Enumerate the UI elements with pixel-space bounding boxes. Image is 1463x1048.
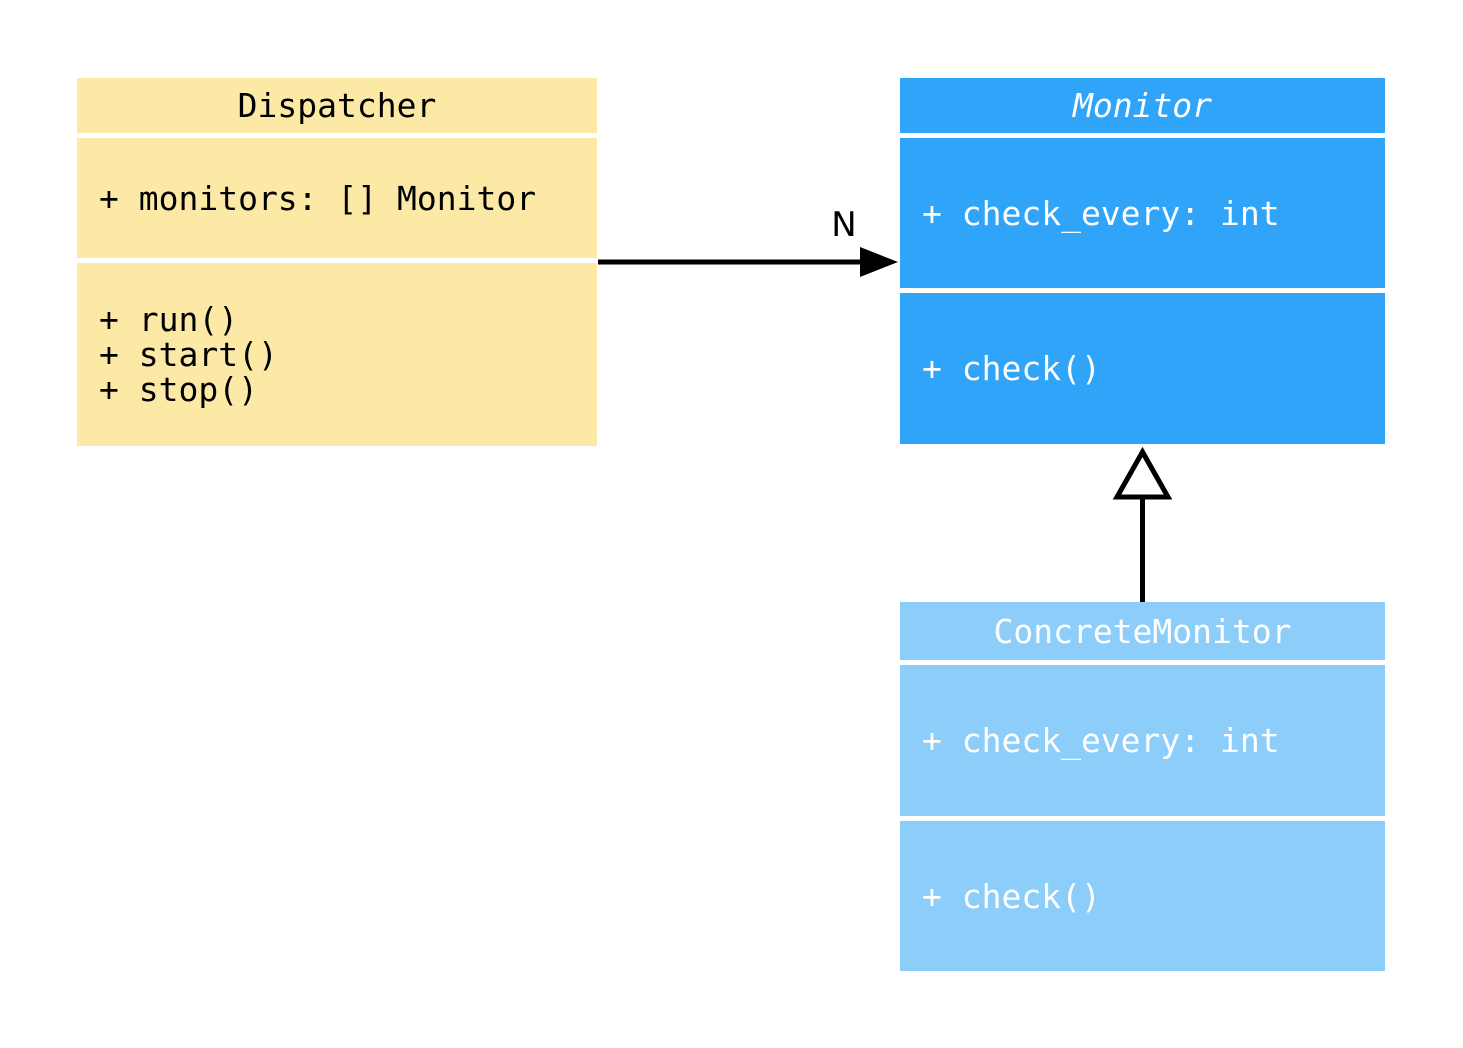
class-dispatcher-methods-section: + run() + start() + stop() <box>77 263 597 446</box>
class-concrete-monitor: ConcreteMonitor + check_every: int + che… <box>900 602 1385 971</box>
class-title: ConcreteMonitor <box>993 611 1292 651</box>
class-monitor: Monitor + check_every: int + check() <box>900 78 1385 444</box>
association-arrow-dispatcher-monitor <box>598 247 898 277</box>
class-concrete-monitor-title-section: ConcreteMonitor <box>900 602 1385 660</box>
class-monitor-attributes-section: + check_every: int <box>900 138 1385 288</box>
method-run: + run() <box>99 300 239 339</box>
class-concrete-monitor-methods-section: + check() <box>900 821 1385 971</box>
class-dispatcher-title-section: Dispatcher <box>77 78 597 133</box>
class-title: Dispatcher <box>237 86 437 125</box>
association-multiplicity-label: N <box>831 205 857 245</box>
method-start: + start() <box>99 335 278 374</box>
inheritance-arrow-concrete-monitor-monitor <box>1112 446 1173 602</box>
method-stop: + stop() <box>99 370 258 409</box>
method-check: + check() <box>922 349 1101 388</box>
class-concrete-monitor-attributes-section: + check_every: int <box>900 665 1385 816</box>
class-monitor-methods-section: + check() <box>900 293 1385 444</box>
method-check: + check() <box>922 876 1101 916</box>
attribute-check-every: + check_every: int <box>922 193 1280 233</box>
attribute-monitors: + monitors: [] Monitor <box>99 178 537 218</box>
class-dispatcher: Dispatcher + monitors: [] Monitor + run(… <box>77 78 597 446</box>
filled-arrowhead-icon <box>860 247 898 277</box>
class-title: Monitor <box>1072 86 1213 125</box>
attribute-check-every: + check_every: int <box>922 721 1280 760</box>
hollow-triangle-arrowhead-icon <box>1112 446 1173 500</box>
class-monitor-title-section: Monitor <box>900 78 1385 133</box>
class-dispatcher-attributes-section: + monitors: [] Monitor <box>77 138 597 258</box>
